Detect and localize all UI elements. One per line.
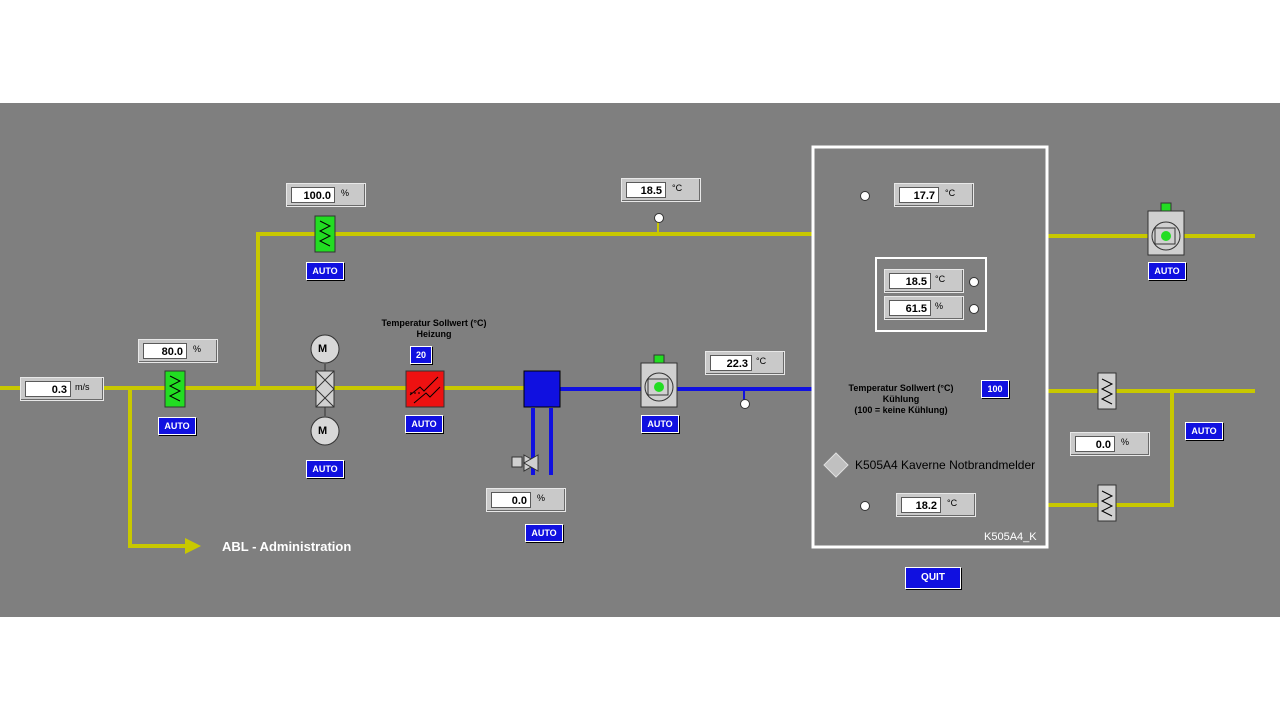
cooling-setpoint-button[interactable]: 100 bbox=[981, 380, 1009, 398]
room-inner-humidity-value: 61.5 bbox=[889, 300, 931, 316]
filter-main-unit: % bbox=[193, 344, 202, 354]
room-id-label: K505A4_K bbox=[984, 531, 1037, 543]
alarm-label: K505A4 Kaverne Notbrandmelder bbox=[855, 458, 1036, 472]
cooling-title-line1: Temperatur Sollwert (°C) bbox=[848, 383, 954, 393]
valve-auto-button[interactable]: AUTO bbox=[525, 524, 563, 542]
heater-auto-button[interactable]: AUTO bbox=[405, 415, 443, 433]
room-inner-temp-display: 18.5 °C bbox=[884, 269, 964, 293]
alarm-diamond-icon[interactable] bbox=[823, 452, 849, 478]
filter-main-display: 80.0 % bbox=[138, 339, 218, 363]
motor-bottom-icon bbox=[310, 416, 340, 446]
filter-top-unit: % bbox=[341, 188, 350, 198]
heating-title-line2: Heizung bbox=[416, 329, 452, 339]
heater-icon[interactable] bbox=[405, 370, 445, 408]
supply-temp-sensor-icon bbox=[740, 399, 750, 409]
right-damper-top-icon[interactable] bbox=[1097, 372, 1117, 410]
valve-unit: % bbox=[537, 493, 546, 503]
room-inner-humidity-display: 61.5 % bbox=[884, 296, 964, 320]
damper-auto-button[interactable]: AUTO bbox=[306, 460, 344, 478]
mixing-valve-block[interactable] bbox=[523, 370, 561, 408]
room-inner-temp-unit: °C bbox=[935, 274, 946, 284]
right-damper-bottom-icon[interactable] bbox=[1097, 484, 1117, 522]
filter-main-value: 80.0 bbox=[143, 343, 187, 359]
filter-top-value: 100.0 bbox=[291, 187, 335, 203]
room-temp-bottom-value: 18.2 bbox=[901, 497, 941, 513]
room-temp-top-value: 17.7 bbox=[899, 187, 939, 203]
cooling-title-line3: (100 = keine Kühlung) bbox=[854, 405, 948, 415]
right-damper-display: 0.0 % bbox=[1070, 432, 1150, 456]
airflow-value: 0.3 bbox=[25, 381, 71, 397]
temp-top-value: 18.5 bbox=[626, 182, 666, 198]
damper-icon[interactable] bbox=[315, 364, 335, 416]
motor-top-label: M bbox=[318, 343, 328, 355]
arrow-icon bbox=[185, 538, 201, 554]
valve-value: 0.0 bbox=[491, 492, 531, 508]
room-inner-hum-sensor-icon bbox=[969, 304, 979, 314]
room-temp-top-unit: °C bbox=[945, 188, 956, 198]
valve-display: 0.0 % bbox=[486, 488, 566, 512]
room-inner-temp-value: 18.5 bbox=[889, 273, 931, 289]
cooling-title-line2: Kühlung bbox=[882, 394, 920, 404]
airflow-display: 0.3 m/s bbox=[20, 377, 104, 401]
quit-button[interactable]: QUIT bbox=[905, 567, 961, 589]
motor-top-icon bbox=[310, 334, 340, 364]
motor-bottom-label: M bbox=[318, 425, 328, 437]
temp-sensor-top-icon bbox=[654, 213, 664, 223]
exhaust-fan-auto-button[interactable]: AUTO bbox=[1148, 262, 1186, 280]
room-inner-temp-sensor-icon bbox=[969, 277, 979, 287]
right-damper-auto-button[interactable]: AUTO bbox=[1185, 422, 1223, 440]
room-temp-bottom-display: 18.2 °C bbox=[896, 493, 976, 517]
room-frame bbox=[811, 145, 1049, 549]
temp-top-unit: °C bbox=[672, 183, 683, 193]
exhaust-fan-icon[interactable] bbox=[1147, 202, 1185, 256]
temp-top-display: 18.5 °C bbox=[621, 178, 701, 202]
filter-top-auto-button[interactable]: AUTO bbox=[306, 262, 344, 280]
right-damper-value: 0.0 bbox=[1075, 436, 1115, 452]
right-damper-unit: % bbox=[1121, 437, 1130, 447]
filter-main-auto-button[interactable]: AUTO bbox=[158, 417, 196, 435]
supply-fan-auto-button[interactable]: AUTO bbox=[641, 415, 679, 433]
valve-icon[interactable] bbox=[511, 454, 540, 472]
filter-main-icon[interactable] bbox=[164, 370, 186, 408]
room-temp-bottom-unit: °C bbox=[947, 498, 958, 508]
room-inner-humidity-unit: % bbox=[935, 301, 944, 311]
room-sensor-top-icon bbox=[860, 191, 870, 201]
supply-temp-unit: °C bbox=[756, 356, 767, 366]
room-inner-frame bbox=[875, 257, 987, 332]
supply-fan-icon[interactable] bbox=[640, 354, 678, 408]
room-temp-top-display: 17.7 °C bbox=[894, 183, 974, 207]
filter-top-display: 100.0 % bbox=[286, 183, 366, 207]
duct-diagram bbox=[0, 145, 1255, 554]
abl-link[interactable]: ABL - Administration bbox=[222, 539, 352, 554]
heating-title-line1: Temperatur Sollwert (°C) bbox=[381, 318, 487, 328]
heating-setpoint-button[interactable]: 20 bbox=[410, 346, 432, 364]
filter-top-icon[interactable] bbox=[314, 215, 336, 253]
airflow-unit: m/s bbox=[75, 382, 90, 392]
room-sensor-bottom-icon bbox=[860, 501, 870, 511]
supply-temp-display: 22.3 °C bbox=[705, 351, 785, 375]
hvac-panel: M M 0.3 m/s 80.0 % AUTO 100.0 % AUTO 18.… bbox=[0, 103, 1280, 617]
supply-temp-value: 22.3 bbox=[710, 355, 752, 371]
